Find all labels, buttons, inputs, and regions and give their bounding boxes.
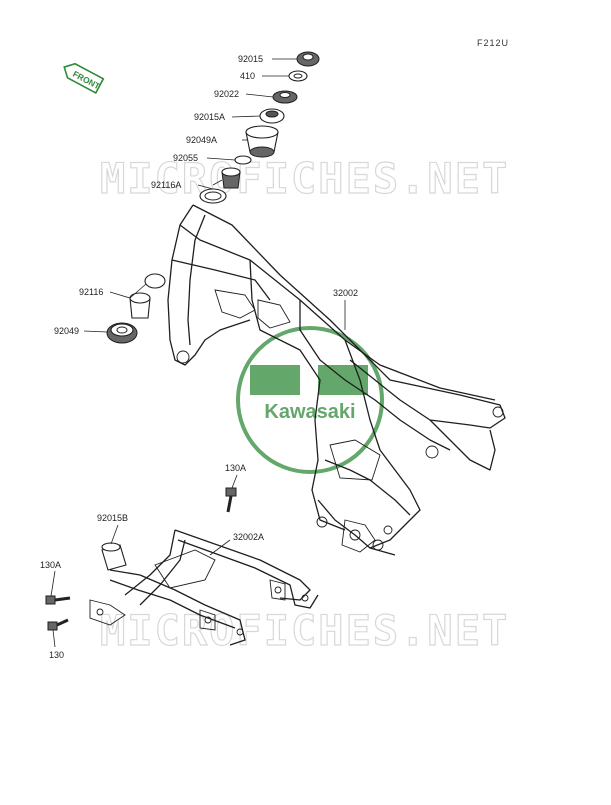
label-92015B: 92015B	[97, 513, 128, 523]
label-92015A: 92015A	[194, 112, 225, 122]
main-frame-32002	[167, 204, 506, 556]
race-92116-icon	[144, 273, 166, 289]
collar-92015B-icon	[101, 542, 127, 571]
steering-stack	[106, 51, 320, 344]
logo-text: Kawasaki	[264, 401, 355, 423]
label-32002: 32002	[333, 288, 358, 298]
leader-lines	[50, 58, 346, 648]
ref-code: F212U	[477, 38, 509, 48]
sub-frame-32002A	[89, 529, 319, 646]
front-arrow: FRONT	[63, 62, 105, 94]
label-92049A: 92049A	[186, 135, 217, 145]
label-130A-left: 130A	[40, 560, 61, 570]
label-92015-top: 92015	[238, 54, 263, 64]
bolt-130A-left-icon	[45, 595, 71, 605]
kawasaki-logo: Kawasaki	[236, 326, 384, 474]
seal-92055-icon	[234, 155, 252, 165]
label-92055: 92055	[173, 153, 198, 163]
label-130A-top: 130A	[225, 463, 246, 473]
label-92116A: 92116A	[151, 180, 181, 190]
bolt-130-icon	[47, 618, 69, 631]
part-labels: 92015 410 92022 92015A 92049A 92055 9211…	[40, 54, 358, 660]
label-410: 410	[240, 71, 255, 81]
label-92116: 92116	[79, 287, 103, 297]
label-92049: 92049	[54, 326, 79, 336]
bolt-130A-top-icon	[225, 487, 237, 513]
label-92022: 92022	[214, 89, 239, 99]
watermark-top: MICROFICHES.NET	[100, 154, 509, 203]
label-130: 130	[49, 650, 64, 660]
watermark-bottom: MICROFICHES.NET	[100, 606, 509, 655]
label-32002A: 32002A	[233, 532, 264, 542]
